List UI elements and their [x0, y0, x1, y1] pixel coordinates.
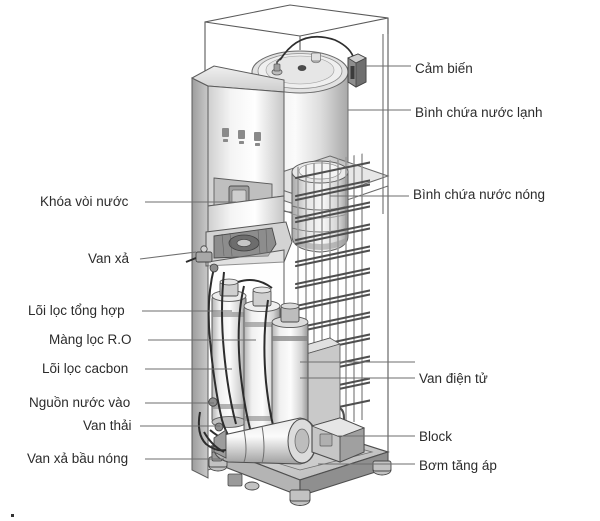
drain-valve-component: [185, 245, 213, 263]
label-hot-water-tank: Bình chứa nước nóng: [413, 187, 546, 202]
label-cold-water-tank: Bình chứa nước lạnh: [415, 105, 543, 120]
label-ro-membrane: Màng lọc R.O: [49, 332, 132, 347]
label-drain-valve: Van xả: [88, 251, 130, 266]
label-tap-lock: Khóa vòi nước: [40, 194, 129, 209]
sensor-wire: [279, 35, 355, 61]
pump-tubing: [197, 411, 227, 453]
label-solenoid-valve: Van điện tử: [419, 371, 488, 386]
label-waste-valve: Van thải: [83, 418, 132, 433]
sensor-component: [347, 53, 367, 88]
drip-tray: [205, 221, 293, 267]
label-booster-pump: Bơm tăng áp: [419, 458, 497, 473]
label-hot-tank-drain-valve: Van xả bầu nóng: [27, 451, 129, 466]
filter-ro-membrane: [243, 286, 281, 441]
leader-lines-right: [300, 34, 415, 465]
corner-mark: [11, 514, 14, 517]
label-composite-filter-core: Lõi lọc tổng hợp: [28, 303, 125, 318]
label-carbon-filter-core: Lõi lọc cacbon: [42, 361, 129, 376]
filter-carbon: [271, 302, 309, 455]
leader-lines-left: [139, 201, 256, 460]
label-water-inlet: Nguồn nước vào: [29, 395, 131, 410]
label-block: Block: [419, 429, 453, 444]
label-sensor: Cảm biến: [415, 61, 473, 76]
control-panel-marks: [222, 128, 261, 146]
